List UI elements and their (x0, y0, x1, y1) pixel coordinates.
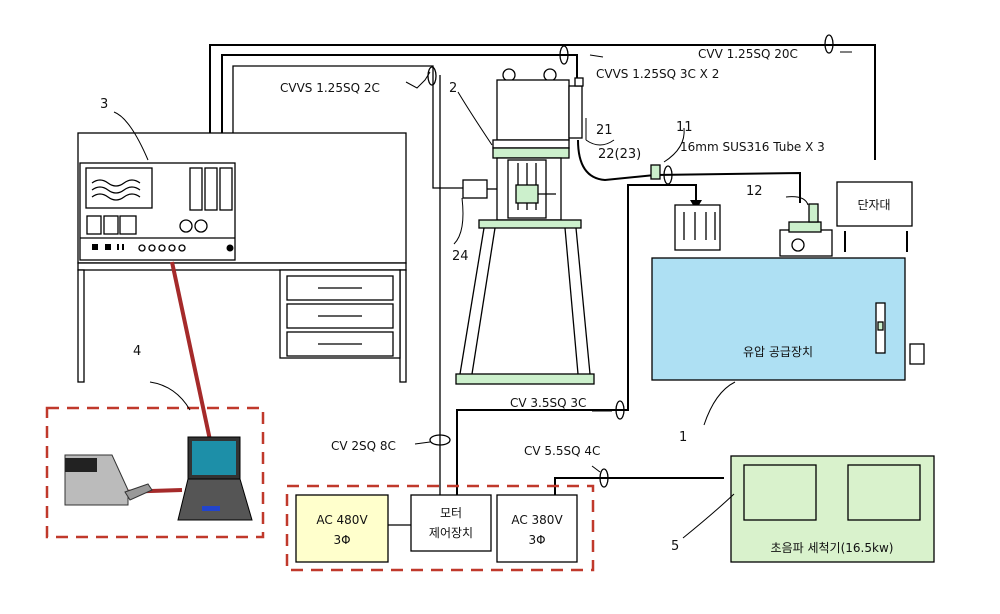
label-cv-3c: CV 3.5SQ 3C (510, 396, 586, 410)
label-1: 1 (679, 430, 687, 445)
label-cvvs-2c: CVVS 1.25SQ 2C (280, 81, 380, 95)
label-3: 3 (100, 97, 108, 112)
printer (65, 455, 152, 505)
ultrasonic-cleaner-label: 초음파 세척기(16.5kw) (771, 541, 894, 555)
label-5: 5 (671, 539, 679, 554)
laptop (178, 437, 252, 520)
label-2: 2 (449, 81, 457, 96)
label-cvvs-3c: CVVS 1.25SQ 3C X 2 (596, 67, 719, 81)
tube-fitting (651, 165, 660, 179)
test-rig (456, 69, 594, 384)
ac480-phase: 3Φ (333, 533, 350, 547)
label-4: 4 (133, 344, 141, 359)
label-22-23: 22(23) (598, 147, 641, 162)
motor-ctrl-label-2: 제어장치 (429, 526, 473, 540)
ac380-phase: 3Φ (528, 533, 545, 547)
label-21: 21 (596, 123, 613, 138)
terminal-block-label: 단자대 (857, 198, 890, 212)
cable-cv-4c-line (555, 478, 724, 498)
measurement-instrument (80, 163, 235, 260)
ac380-label: AC 380V (511, 513, 563, 527)
label-cv-4c: CV 5.5SQ 4C (524, 444, 600, 458)
label-12: 12 (746, 184, 763, 199)
terminal-block: 단자대 (837, 182, 912, 252)
label-24: 24 (452, 249, 469, 264)
hydraulic-supply-label: 유압 공급장치 (743, 345, 813, 359)
ac480-label: AC 480V (316, 513, 368, 527)
label-11: 11 (676, 120, 693, 135)
motor-ctrl-label-1: 모터 (440, 506, 462, 520)
label-tube: 16mm SUS316 Tube X 3 (680, 140, 825, 154)
data-cable (172, 262, 210, 440)
label-cvv-20c: CVV 1.25SQ 20C (698, 47, 798, 61)
label-cv-8c: CV 2SQ 8C (331, 439, 396, 453)
